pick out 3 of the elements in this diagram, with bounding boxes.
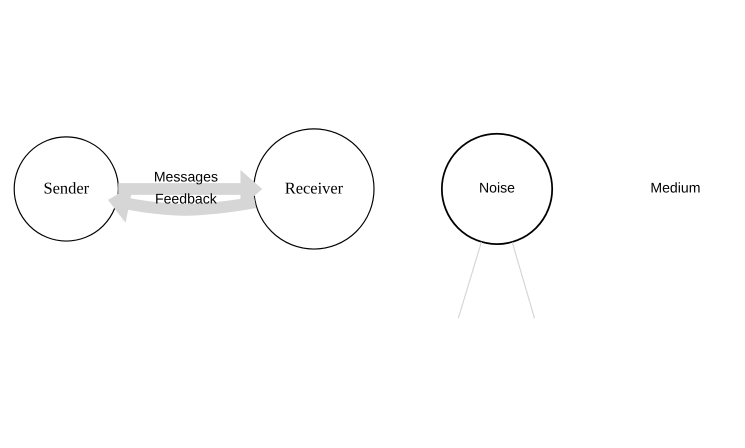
label: Medium: [650, 180, 700, 196]
edge-label: Feedback: [155, 190, 217, 207]
edge-label: Messages: [154, 168, 218, 184]
